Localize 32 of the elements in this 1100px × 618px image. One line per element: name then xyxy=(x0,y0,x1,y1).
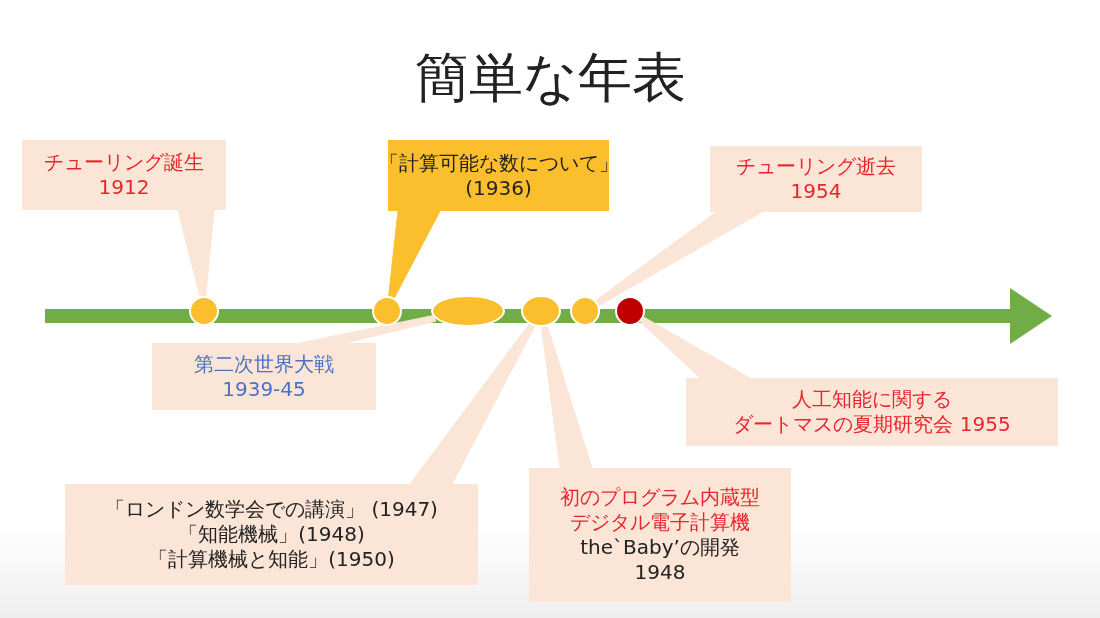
callout-text: (1936) xyxy=(465,175,532,201)
callout-box xyxy=(529,468,791,602)
callout-text: 1948 xyxy=(634,560,686,585)
callout-text: 第二次世界大戦 xyxy=(194,351,334,377)
callout-text: 「計算機械と知能」(1950) xyxy=(148,547,395,572)
callout-text: 1912 xyxy=(98,175,150,200)
diagram-title: 簡単な年表 xyxy=(413,45,687,111)
callout-text: 人工知能に関する xyxy=(792,387,952,412)
callout-text: 「知能機械」(1948) xyxy=(178,522,365,547)
callout-pointer xyxy=(388,210,441,299)
callout-pointer xyxy=(299,314,437,344)
timeline-dot xyxy=(615,296,645,326)
timeline-ellipse-marker xyxy=(521,295,561,327)
callout-text: デジタル電子計算機 xyxy=(570,510,750,535)
callout-text: 「ロンドン数学会での講演」 (1947) xyxy=(105,497,438,522)
callout-pointer xyxy=(595,211,763,306)
callout-pointer xyxy=(409,323,535,485)
callout-text: 1939-45 xyxy=(222,376,306,402)
callout-text: 初のプログラム内蔵型 xyxy=(560,485,760,510)
callout-text: 1954 xyxy=(790,179,842,204)
timeline-dot xyxy=(570,296,600,326)
callout-text: 「計算可能な数について」 xyxy=(378,150,619,176)
timeline-dot xyxy=(372,296,402,326)
callout-pointer xyxy=(640,316,751,379)
callout-pointer xyxy=(177,209,215,297)
callout-text: チューリング誕生 xyxy=(44,150,204,175)
callout-pointer xyxy=(541,325,593,469)
callout-box xyxy=(710,146,922,212)
callout-text: チューリング逝去 xyxy=(736,154,896,179)
callout-text: ダートマスの夏期研究会 1955 xyxy=(733,412,1011,437)
callout-text: the`Baby’の開発 xyxy=(580,535,740,560)
timeline-dot xyxy=(189,296,219,326)
